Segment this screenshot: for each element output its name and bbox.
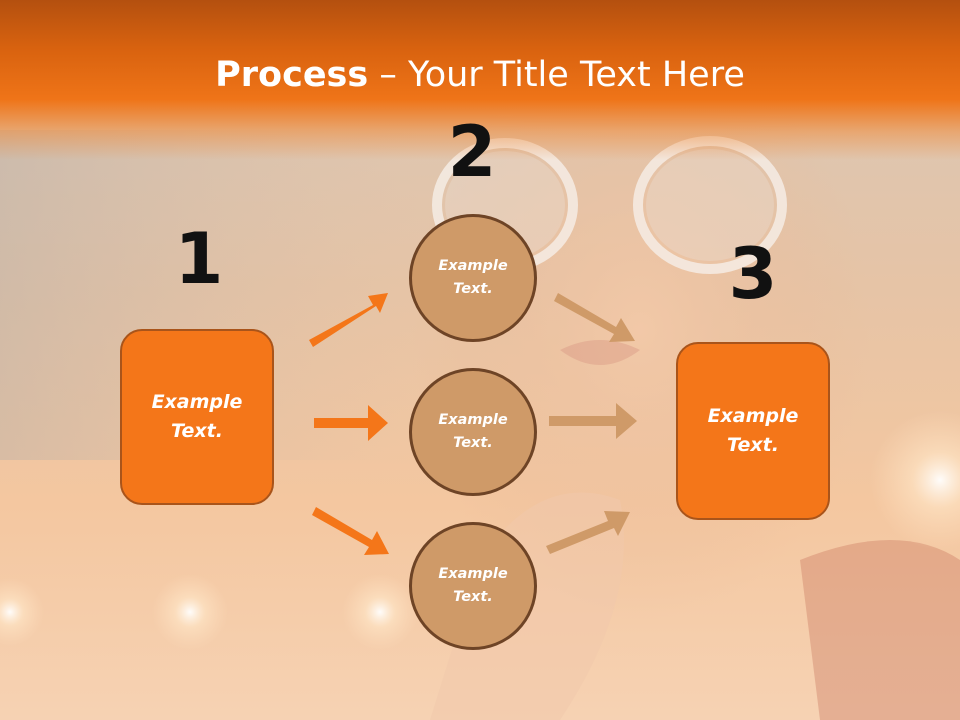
process-circle-bottom-label: Example Text.	[438, 566, 508, 605]
step-box-left: Example Text.	[120, 329, 274, 505]
arrow-top-to-right	[554, 293, 635, 342]
arrow-middle-to-right	[549, 403, 637, 439]
step-box-right-label: Example Text.	[707, 405, 799, 456]
slide-title: Process – Your Title Text Here	[0, 52, 960, 98]
process-circle-top-label: Example Text.	[438, 258, 508, 297]
title-rest: – Your Title Text Here	[368, 55, 745, 95]
step-box-left-label: Example Text.	[151, 391, 243, 442]
process-circle-middle: Example Text.	[409, 368, 537, 496]
arrow-left-to-top	[309, 293, 388, 347]
arrow-left-to-bottom	[312, 507, 389, 555]
step-number-3: 3	[728, 233, 778, 315]
process-circle-top: Example Text.	[409, 214, 537, 342]
step-number-1: 1	[174, 218, 224, 300]
process-circle-middle-label: Example Text.	[438, 412, 508, 451]
title-band	[0, 0, 960, 160]
step-number-2: 2	[447, 111, 497, 193]
step-box-right: Example Text.	[676, 342, 830, 520]
process-circle-bottom: Example Text.	[409, 522, 537, 650]
title-bold: Process	[215, 55, 369, 95]
arrow-bottom-to-right	[546, 511, 630, 554]
arrow-left-to-middle	[314, 405, 388, 441]
